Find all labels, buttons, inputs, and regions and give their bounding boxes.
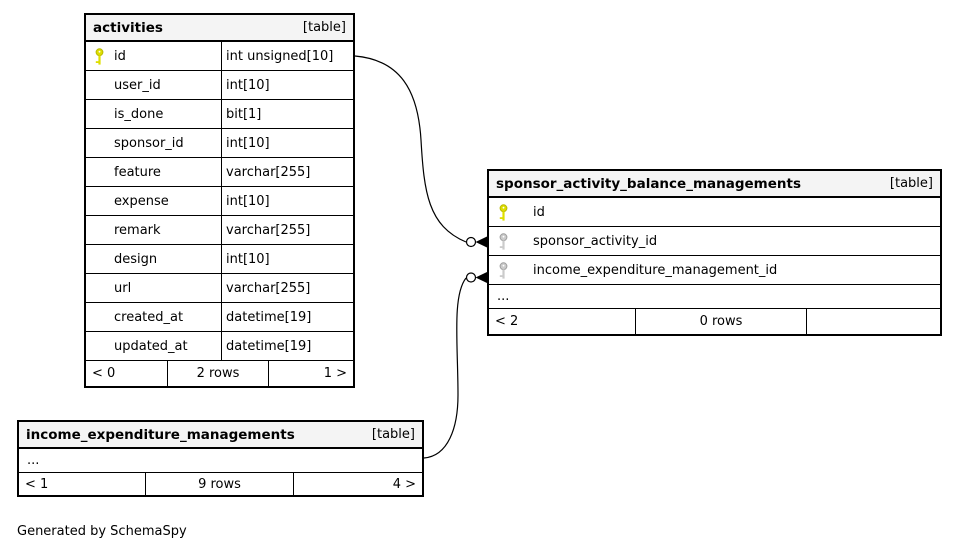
implied-children-count: 1 > [323,366,347,381]
column-type: int unsigned[10] [226,48,334,64]
row-count: 2 rows [168,361,269,386]
implied-children-count [807,309,940,334]
table-node-income-expenditure-managements: income_expenditure_managements [table] .… [17,420,424,497]
table-row: design int[10] [86,245,353,274]
generated-by-note: Generated by SchemaSpy [17,524,187,539]
table-row: feature varchar[255] [86,158,353,187]
table-header: activities [table] [86,15,353,42]
column-type: bit[1] [226,106,262,122]
column-name: expense [114,193,169,209]
table-header: sponsor_activity_balance_managements [ta… [489,171,940,198]
table-row: updated_at datetime[19] [86,332,353,361]
column-type: varchar[255] [226,222,311,238]
table-row: user_id int[10] [86,71,353,100]
column-name: url [114,280,132,296]
column-name: created_at [114,309,184,325]
table-row: created_at datetime[19] [86,303,353,332]
table-row: is_done bit[1] [86,100,353,129]
column-type: int[10] [226,77,270,93]
column-name: updated_at [114,338,188,354]
table-row: sponsor_id int[10] [86,129,353,158]
zero-or-many-marker [465,236,487,248]
column-type: int[10] [226,135,270,151]
column-name: sponsor_id [114,135,184,151]
column-name: id [114,48,126,64]
column-name: is_done [114,106,164,122]
implied-children-count: 4 > [392,476,416,492]
table-row: url varchar[255] [86,274,353,303]
column-type: int[10] [226,251,270,267]
column-type: int[10] [226,193,270,209]
implied-parents-count: < 0 [86,361,168,386]
primary-key-icon [86,47,114,65]
foreign-key-icon [489,232,533,250]
row-count: 0 rows [636,309,807,334]
column-name: feature [114,164,161,180]
column-type: varchar[255] [226,164,311,180]
table-type-badge: [table] [889,176,933,191]
table-title[interactable]: activities [93,19,163,36]
hidden-columns-ellipsis: ... [19,449,422,473]
column-name: id [533,204,545,220]
hidden-columns-ellipsis: ... [489,285,940,309]
column-name: remark [114,222,161,238]
table-node-sponsor-activity-balance-managements: sponsor_activity_balance_managements [ta… [487,169,942,336]
table-footer: < 2 0 rows [489,309,940,334]
primary-key-icon [489,203,533,221]
table-footer: < 0 2 rows 1 > [86,361,353,386]
implied-parents-count: < 1 [19,473,146,495]
relationship-income-to-sponsor-curve [423,277,467,459]
table-title[interactable]: sponsor_activity_balance_managements [496,175,801,192]
column-name: income_expenditure_management_id [533,262,778,278]
relationship-activities-to-sponsor-curve [354,55,467,243]
table-row: id int unsigned[10] [86,42,353,71]
table-footer: < 1 9 rows 4 > [19,473,422,495]
column-name: user_id [114,77,161,93]
zero-or-many-marker [465,272,487,283]
table-row: sponsor_activity_id [489,227,940,256]
implied-parents-count: < 2 [489,309,636,334]
table-type-badge: [table] [302,20,346,35]
table-row: remark varchar[255] [86,216,353,245]
table-row: income_expenditure_management_id [489,256,940,285]
table-type-badge: [table] [371,427,415,442]
column-type: varchar[255] [226,280,311,296]
column-name: sponsor_activity_id [533,233,658,249]
table-row: id [489,198,940,227]
table-header: income_expenditure_managements [table] [19,422,422,449]
table-title[interactable]: income_expenditure_managements [26,426,295,443]
column-type: datetime[19] [226,338,312,354]
row-count: 9 rows [146,473,294,495]
column-name: design [114,251,158,267]
table-row: expense int[10] [86,187,353,216]
table-node-activities: activities [table] id int unsigned[10] u… [84,13,355,388]
foreign-key-icon [489,261,533,279]
column-type: datetime[19] [226,309,312,325]
